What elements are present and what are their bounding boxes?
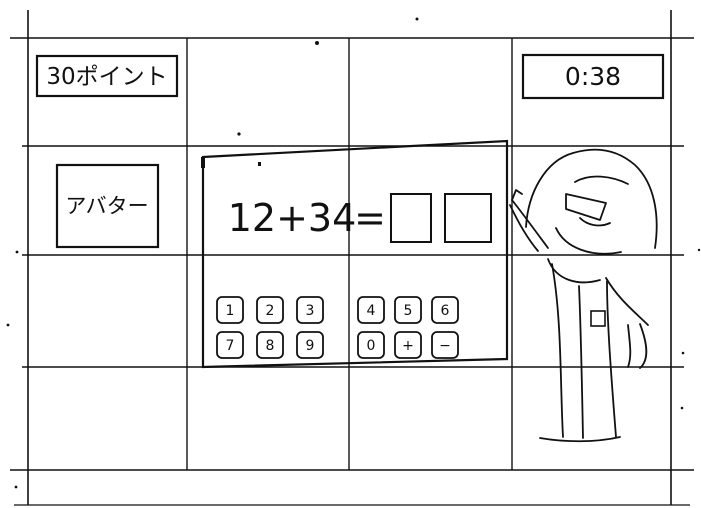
paper-marks	[6, 17, 701, 489]
key-5[interactable]: 5	[394, 296, 422, 324]
score-label: 30ポイント	[46, 64, 167, 90]
timer-label: 0:38	[565, 62, 621, 91]
keypad-left: 1 2 3 7 8 9	[216, 296, 324, 359]
key-1[interactable]: 1	[216, 296, 244, 324]
key-8[interactable]: 8	[256, 331, 284, 359]
score-display: 30ポイント	[35, 54, 179, 98]
timer-display: 0:38	[521, 53, 665, 100]
key-4-label: 4	[367, 303, 376, 319]
keypad-right: 4 5 6 0 + −	[357, 296, 459, 359]
key-9-label: 9	[306, 338, 315, 354]
key-minus-label: −	[439, 338, 451, 354]
equation-text: 12+34	[228, 196, 357, 240]
whiteboard: 12+34 =	[201, 139, 509, 369]
grid-lines	[10, 10, 694, 506]
key-6[interactable]: 6	[431, 296, 459, 324]
avatar-label: アバター	[65, 194, 148, 218]
key-7-label: 7	[226, 338, 235, 354]
key-8-label: 8	[266, 338, 275, 354]
key-minus[interactable]: −	[431, 331, 459, 359]
key-0-label: 0	[367, 338, 376, 354]
key-6-label: 6	[441, 303, 450, 319]
key-1-label: 1	[226, 303, 235, 319]
key-4[interactable]: 4	[357, 296, 385, 324]
key-2[interactable]: 2	[256, 296, 284, 324]
equals-sign: =	[354, 196, 386, 240]
teacher-illustration	[509, 148, 658, 443]
key-9[interactable]: 9	[296, 331, 324, 359]
key-0[interactable]: 0	[357, 331, 385, 359]
key-5-label: 5	[404, 303, 413, 319]
key-2-label: 2	[266, 303, 275, 319]
key-plus-label: +	[402, 338, 414, 354]
key-7[interactable]: 7	[216, 331, 244, 359]
key-plus[interactable]: +	[394, 331, 422, 359]
key-3[interactable]: 3	[296, 296, 324, 324]
avatar-panel: アバター	[55, 163, 160, 249]
key-3-label: 3	[306, 303, 315, 319]
answer-box-ones[interactable]	[444, 193, 492, 243]
answer-box-tens[interactable]	[390, 193, 432, 243]
